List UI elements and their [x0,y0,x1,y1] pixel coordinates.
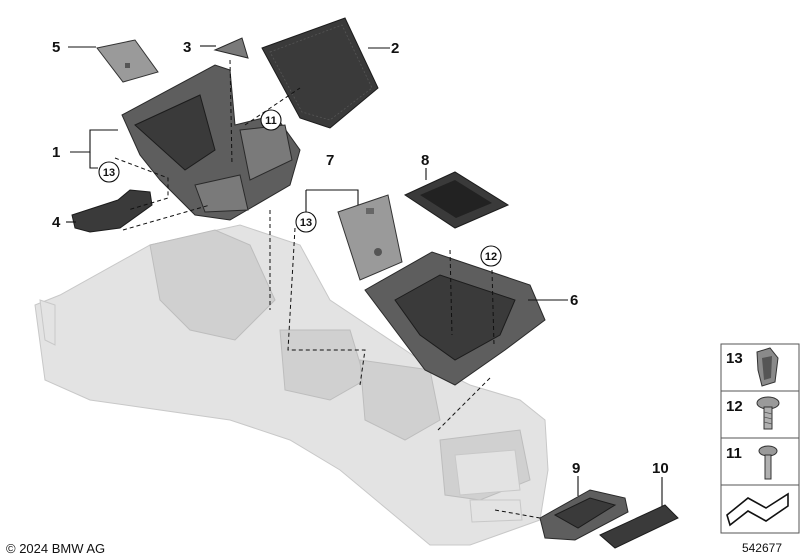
kit-label-13: 13 [726,350,743,367]
screw-icon [756,396,780,430]
circled-callout-11: 11 [265,115,277,127]
part-8-tray [403,171,510,229]
circled-callout-12: 12 [485,251,497,263]
part-1-carrier-frame [121,64,301,221]
parts-kit-symbol-icon [726,492,789,527]
small-parts-kit: 13 12 11 [720,343,800,534]
circled-callout-13-b: 13 [300,217,312,229]
circled-callout-13-a: 13 [103,167,115,179]
leader-lines [66,45,663,506]
callout-7: 7 [326,152,334,169]
circled-callouts: 11 13 13 12 [98,109,502,267]
part-9-small-frame [539,489,629,541]
callout-2: 2 [391,40,399,57]
callout-4: 4 [52,214,61,231]
part-2-storage-lid [261,17,379,129]
part-4-rubber-mat [71,189,153,233]
part-6-storage-bin [364,251,546,386]
copyright-notice: © 2024 BMW AG [6,541,106,556]
callout-10: 10 [652,460,669,477]
clip-icon [756,347,779,387]
part-5-cover-plate [96,39,159,83]
callout-5: 5 [52,39,60,56]
callout-6: 6 [570,292,578,309]
diagram-number: 542677 [741,541,782,555]
callout-9: 9 [572,460,580,477]
callout-3: 3 [183,39,191,56]
kit-label-11: 11 [726,445,742,462]
bolt-icon [758,445,778,480]
kit-label-12: 12 [726,398,743,415]
callout-8: 8 [421,152,429,169]
callout-labels: 5 3 2 1 4 7 8 6 9 10 [52,39,669,477]
callout-1: 1 [52,144,60,161]
center-console-housing [34,224,549,546]
part-10-rubber-strip [599,504,679,549]
part-3-triangle-trim [213,37,249,59]
part-7-trim-panel [337,194,403,281]
assembly-guide-lines [114,59,541,519]
